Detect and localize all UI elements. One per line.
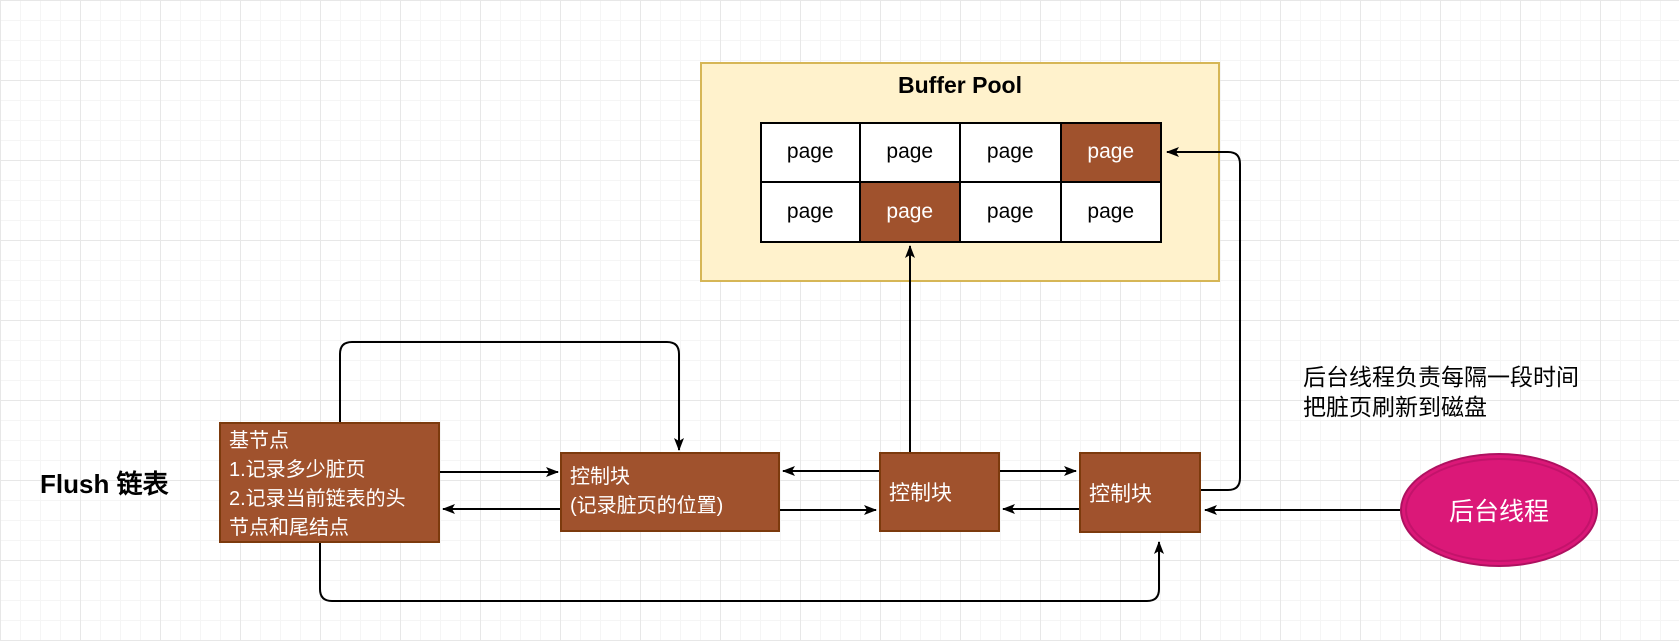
control-block-2-line: 控制块 [889, 482, 952, 505]
control-block-1-line: (记录脏页的位置) [570, 495, 724, 517]
page-cell: page [760, 122, 861, 183]
base-node-line: 节点和尾结点 [229, 517, 349, 539]
page-cell-dirty: page [1061, 122, 1162, 183]
page-cell: page [760, 182, 861, 243]
flush-list-label: Flush 链表 [40, 469, 169, 499]
control-block-3-line: 控制块 [1089, 482, 1152, 506]
background-thread-note: 后台线程负责每隔一段时间 把脏页刷新到磁盘 [1303, 362, 1633, 422]
base-node-box: 基节点 1.记录多少脏页 2.记录当前链表的头 节点和尾结点 [219, 422, 440, 543]
page-cell: page [860, 122, 961, 183]
page-cell: page [1061, 182, 1162, 243]
control-block-3: 控制块 [1079, 452, 1201, 533]
page-cell: page [961, 182, 1062, 243]
page-cell-dirty: page [860, 182, 961, 243]
background-thread-label: 后台线程 [1448, 498, 1549, 526]
control-block-1-line: 控制块 [570, 466, 630, 488]
background-thread-ellipse: 后台线程 [1400, 453, 1598, 567]
base-node-line: 2.记录当前链表的头 [229, 488, 406, 510]
background-thread-note-line: 把脏页刷新到磁盘 [1303, 394, 1487, 420]
background-thread-note-line: 后台线程负责每隔一段时间 [1303, 364, 1579, 390]
page-cell: page [961, 122, 1062, 183]
control-block-2: 控制块 [879, 452, 1000, 532]
arrow-basenode-bottom-to-cb3 [319, 541, 1164, 602]
control-block-1: 控制块 (记录脏页的位置) [560, 452, 780, 532]
page-grid: page page page page page page page page [760, 122, 1162, 243]
buffer-pool-title: Buffer Pool [898, 72, 1022, 98]
base-node-line: 1.记录多少脏页 [229, 459, 366, 481]
base-node-line: 基节点 [229, 430, 289, 452]
buffer-pool-container: Buffer Pool page page page page page pag… [700, 62, 1220, 282]
